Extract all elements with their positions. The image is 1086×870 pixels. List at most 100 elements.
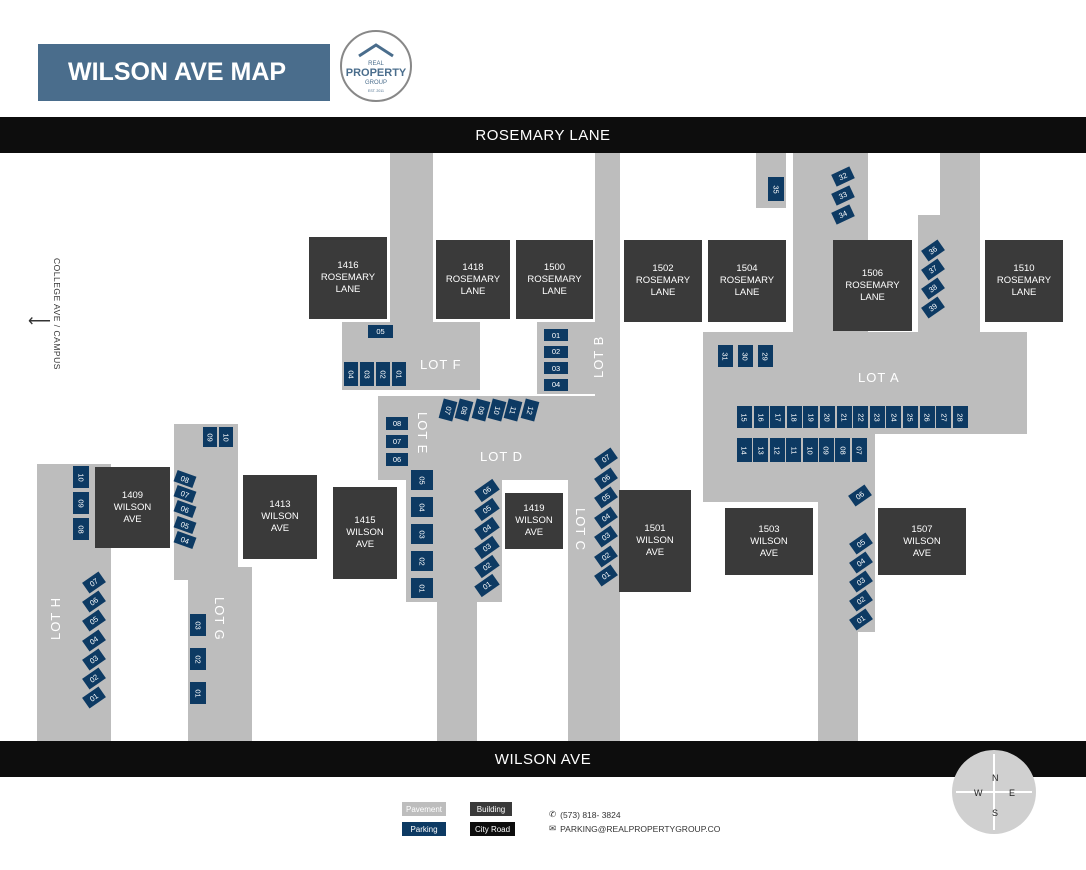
building-1500-rosemary-lane[interactable]: 1500 ROSEMARY LANE (516, 240, 593, 319)
building-1413-wilson-ave[interactable]: 1413 WILSON AVE (243, 475, 317, 559)
phone-icon: ✆ (549, 809, 557, 819)
lot-a-spot-12[interactable]: 12 (769, 438, 785, 462)
building-1503-wilson-ave[interactable]: 1503 WILSON AVE (725, 508, 813, 575)
lot-h-spot-08[interactable]: 08 (73, 518, 89, 540)
college-ave-campus-note: COLLEGE AVE / CAMPUS (52, 258, 82, 378)
email-icon: ✉ (549, 823, 557, 833)
lot-a-spot-29[interactable]: 29 (758, 345, 773, 367)
building-1506-rosemary-lane[interactable]: 1506 ROSEMARY LANE (833, 240, 912, 331)
building-1507-wilson-ave[interactable]: 1507 WILSON AVE (878, 508, 966, 575)
lot-g-spot-01[interactable]: 01 (190, 682, 206, 704)
lot-g-spot-02[interactable]: 02 (190, 648, 206, 670)
lot-g-spot-10[interactable]: 10 (219, 427, 233, 447)
lot-a-spot-24[interactable]: 24 (886, 406, 902, 428)
lot-h-label: LOT H (48, 596, 63, 640)
lot-a-label: LOT A (858, 370, 900, 385)
lot-a-spot-28[interactable]: 28 (952, 406, 968, 428)
lot-b-spot-03[interactable]: 03 (544, 362, 568, 374)
svg-text:REAL: REAL (368, 61, 384, 67)
map-title: WILSON AVE MAP (38, 44, 330, 101)
lot-f-spot-04[interactable]: 04 (344, 362, 358, 386)
compass-west: W (974, 788, 983, 798)
legend-city-road: City Road (470, 822, 515, 836)
lot-a-spot-23[interactable]: 23 (869, 406, 885, 428)
building-1501-wilson-ave[interactable]: 1501 WILSON AVE (619, 490, 691, 592)
lot-a-spot-11[interactable]: 11 (786, 438, 802, 462)
lot-g-spot-09[interactable]: 09 (203, 427, 217, 447)
lot-a-spot-35[interactable]: 35 (768, 177, 784, 201)
lot-a-spot-07[interactable]: 07 (851, 438, 867, 462)
lot-f-spot-02[interactable]: 02 (376, 362, 390, 386)
lot-a-spot-10[interactable]: 10 (802, 438, 818, 462)
lot-a-spot-22[interactable]: 22 (853, 406, 869, 428)
lot-e-label: LOT E (415, 412, 430, 455)
contact-phone[interactable]: ✆ (573) 818- 3824 (549, 809, 621, 820)
lot-d-label: LOT D (480, 449, 524, 464)
legend-building: Building (470, 802, 512, 816)
lot-a-spot-27[interactable]: 27 (936, 406, 952, 428)
lot-b-label: LOT B (591, 335, 606, 378)
lot-a-spot-18[interactable]: 18 (786, 406, 802, 428)
building-1416-rosemary-lane[interactable]: 1416 ROSEMARY LANE (309, 237, 387, 319)
lot-e-spot-07[interactable]: 07 (386, 435, 408, 448)
compass-rose: N S E W (952, 750, 1036, 834)
lot-g-label: LOT G (212, 597, 227, 641)
lot-h-spot-10[interactable]: 10 (73, 466, 89, 488)
building-1409-wilson-ave[interactable]: 1409 WILSON AVE (95, 467, 170, 548)
building-1502-rosemary-lane[interactable]: 1502 ROSEMARY LANE (624, 240, 702, 322)
lot-e-spot-01[interactable]: 01 (411, 578, 433, 598)
lot-a-spot-17[interactable]: 17 (770, 406, 786, 428)
lot-a-spot-13[interactable]: 13 (753, 438, 769, 462)
building-1418-rosemary-lane[interactable]: 1418 ROSEMARY LANE (436, 240, 510, 319)
lot-e-spot-06[interactable]: 06 (386, 453, 408, 466)
campus-label: COLLEGE AVE / CAMPUS (52, 258, 62, 370)
compass-north: N (992, 773, 999, 783)
lot-e-spot-03[interactable]: 03 (411, 524, 433, 544)
lot-e-spot-04[interactable]: 04 (411, 497, 433, 517)
phone-number: (573) 818- 3824 (560, 809, 621, 820)
svg-text:GROUP: GROUP (365, 80, 387, 86)
building-1510-rosemary-lane[interactable]: 1510 ROSEMARY LANE (985, 240, 1063, 322)
building-1415-wilson-ave[interactable]: 1415 WILSON AVE (333, 487, 397, 579)
lot-b-spot-01[interactable]: 01 (544, 329, 568, 341)
lot-f-label: LOT F (420, 357, 462, 372)
building-1419-wilson-ave[interactable]: 1419 WILSON AVE (505, 493, 563, 549)
lot-f-spot-05[interactable]: 05 (368, 325, 393, 338)
lot-e-spot-08[interactable]: 08 (386, 417, 408, 430)
lot-g-spot-03[interactable]: 03 (190, 614, 206, 636)
lot-a-spot-26[interactable]: 26 (919, 406, 935, 428)
lot-f-spot-01[interactable]: 01 (392, 362, 406, 386)
lot-e-spot-05[interactable]: 05 (411, 470, 433, 490)
lot-a-spot-31[interactable]: 31 (718, 345, 733, 367)
lot-a-spot-19[interactable]: 19 (803, 406, 819, 428)
svg-text:EST. 2011: EST. 2011 (368, 89, 384, 93)
lot-c-label: LOT C (573, 508, 588, 552)
building-1504-rosemary-lane[interactable]: 1504 ROSEMARY LANE (708, 240, 786, 322)
legend-pavement: Pavement (402, 802, 446, 816)
arrow-left-icon: ⟵ (28, 313, 51, 330)
email-address: PARKING@REALPROPERTYGROUP.CO (560, 823, 721, 834)
real-property-group-logo: REAL PROPERTY GROUP EST. 2011 (340, 30, 412, 102)
lot-a-spot-15[interactable]: 15 (737, 406, 752, 428)
lot-a-spot-09[interactable]: 09 (819, 438, 834, 462)
lot-a-spot-14[interactable]: 14 (737, 438, 752, 462)
lot-a-spot-21[interactable]: 21 (836, 406, 852, 428)
lot-b-spot-04[interactable]: 04 (544, 378, 568, 391)
lot-b-spot-02[interactable]: 02 (544, 345, 568, 358)
lot-a-spot-25[interactable]: 25 (903, 406, 918, 428)
lot-e-spot-02[interactable]: 02 (411, 551, 433, 571)
contact-email[interactable]: ✉ PARKING@REALPROPERTYGROUP.CO (549, 823, 720, 834)
compass-east: E (1009, 788, 1016, 798)
lot-f-spot-03[interactable]: 03 (360, 362, 374, 386)
lot-a-spot-30[interactable]: 30 (738, 345, 753, 367)
svg-text:PROPERTY: PROPERTY (346, 67, 407, 79)
compass-south: S (992, 808, 999, 818)
lot-a-spot-16[interactable]: 16 (753, 406, 769, 428)
lot-h-spot-09[interactable]: 09 (73, 492, 89, 514)
legend-parking: Parking (402, 822, 446, 836)
compass-lines-icon (956, 754, 1032, 830)
road-wilson-ave: WILSON AVE (0, 741, 1086, 777)
road-rosemary-lane: ROSEMARY LANE (0, 117, 1086, 153)
lot-a-spot-08[interactable]: 08 (835, 438, 851, 462)
lot-a-spot-20[interactable]: 20 (820, 406, 835, 428)
